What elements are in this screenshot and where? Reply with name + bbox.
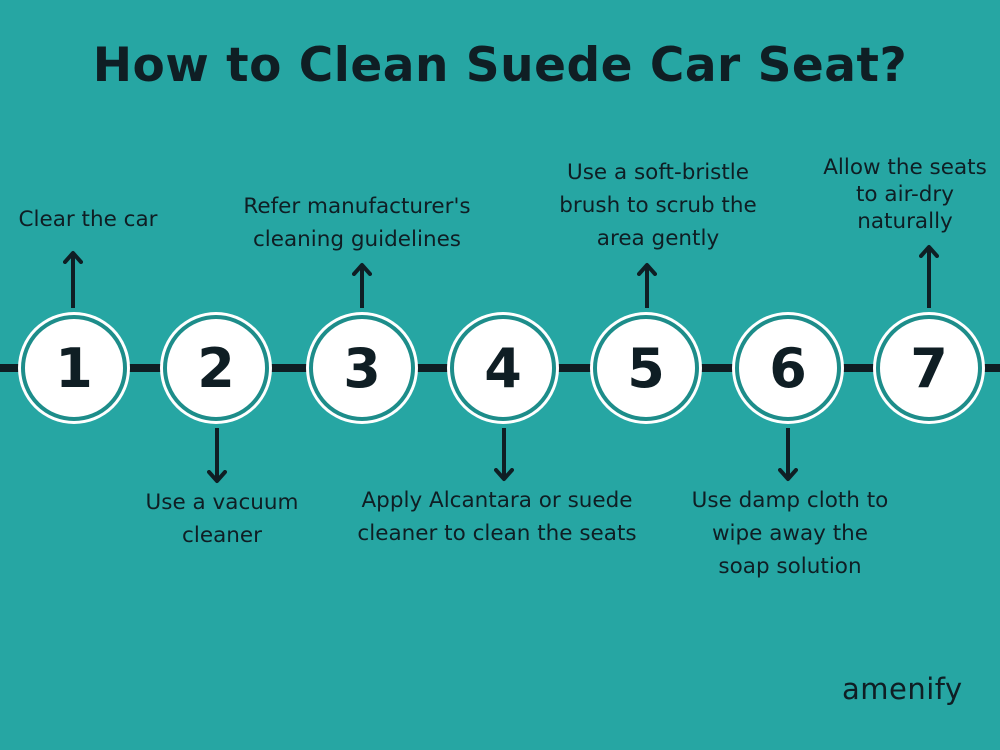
step-6-label: Use damp cloth to wipe away the soap sol… xyxy=(691,488,889,579)
step-3-label: Refer manufacturer's cleaning guidelines xyxy=(243,194,471,252)
arrow-up-icon xyxy=(352,262,372,308)
step-2-circle: 2 xyxy=(163,315,269,421)
step-5-circle: 5 xyxy=(593,315,699,421)
arrow-down-icon xyxy=(778,428,798,482)
arrow-down-icon xyxy=(494,428,514,482)
step-1-circle: 1 xyxy=(21,315,127,421)
step-4-circle: 4 xyxy=(450,315,556,421)
step-5-label: Use a soft-bristle brush to scrub the ar… xyxy=(559,160,757,251)
step-3-circle: 3 xyxy=(309,315,415,421)
arrow-up-icon xyxy=(919,244,939,308)
step-7-circle: 7 xyxy=(876,315,982,421)
page-title: How to Clean Suede Car Seat? xyxy=(92,38,908,93)
step-6-circle: 6 xyxy=(735,315,841,421)
step-7-label: Allow the seats to air-dry naturally xyxy=(823,155,987,234)
step-1-label: Clear the car xyxy=(18,207,158,232)
arrow-up-icon xyxy=(63,250,83,308)
step-2-label: Use a vacuum cleaner xyxy=(145,490,299,548)
arrow-down-icon xyxy=(207,428,227,484)
brand-logo: amenify xyxy=(842,672,963,706)
arrow-up-icon xyxy=(637,262,657,308)
step-4-label: Apply Alcantara or suede cleaner to clea… xyxy=(357,488,637,546)
